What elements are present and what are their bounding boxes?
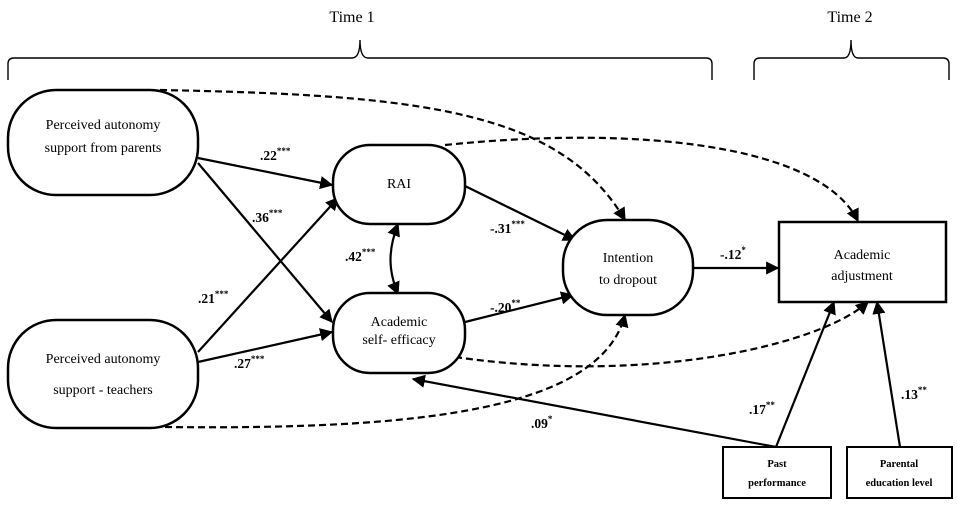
path-past-adjustment (774, 300, 836, 448)
coef-rai-dropout: -.31*** (490, 219, 525, 236)
path-parents-rai (197, 156, 334, 190)
node-efficacy: Academic self- efficacy (331, 291, 467, 375)
svg-text:Perceived autonomy: Perceived autonomy (46, 352, 161, 367)
node-teachers: Perceived autonomy support - teachers (6, 318, 200, 430)
time2-brace (753, 39, 950, 80)
svg-text:Parental: Parental (880, 459, 918, 470)
svg-text:RAI: RAI (387, 177, 411, 192)
node-rai: RAI (331, 143, 467, 226)
path-teachers-rai (197, 197, 339, 353)
svg-text:self- efficacy: self- efficacy (362, 333, 435, 348)
svg-text:support from parents: support from parents (45, 141, 162, 156)
coef-teachers-rai: .21*** (198, 289, 229, 306)
coef-teachers-efficacy: .27*** (234, 354, 265, 371)
path-teachers-efficacy (197, 328, 334, 364)
coef-dropout-adjustment: -.12* (720, 245, 746, 262)
svg-text:support - teachers: support - teachers (53, 383, 153, 398)
svg-text:Academic: Academic (371, 315, 428, 330)
path-past-efficacy (411, 374, 777, 449)
node-past-performance: Past performance (722, 446, 832, 499)
coef-past-adjustment: .17** (749, 400, 775, 417)
node-parental-education: Parental education level (846, 446, 953, 499)
coef-parents-efficacy: .36*** (252, 208, 283, 225)
svg-text:Past: Past (767, 459, 787, 470)
dashed-path-efficacy-adjustment (454, 301, 869, 368)
node-parents: Perceived autonomy support from parents (6, 88, 200, 197)
time1-brace (7, 39, 713, 80)
dashed-path-teachers-dropout (164, 313, 629, 429)
svg-text:Intention: Intention (603, 251, 654, 266)
coef-past-efficacy: .09* (531, 414, 553, 431)
path-rai-efficacy-correlation (387, 222, 400, 296)
path-parents-efficacy (197, 162, 333, 324)
svg-text:Academic: Academic (834, 248, 891, 263)
coef-rai-efficacy: .42*** (345, 247, 376, 264)
coef-parental-adjustment: .13** (901, 385, 927, 402)
dashed-path-parents-dropout (159, 88, 626, 222)
svg-text:education level: education level (866, 478, 933, 489)
node-dropout: Intention to dropout (561, 218, 695, 317)
svg-text:to dropout: to dropout (599, 273, 657, 288)
coef-efficacy-dropout: -.20** (490, 298, 521, 315)
node-adjustment: Academic adjustment (777, 220, 948, 304)
svg-text:Perceived autonomy: Perceived autonomy (46, 118, 161, 133)
path-parental-adjustment (872, 300, 902, 448)
time1-label: Time 1 (329, 9, 374, 26)
path-efficacy-dropout (464, 291, 575, 324)
time2-label: Time 2 (827, 9, 872, 26)
dashed-path-rai-adjustment (444, 136, 859, 223)
svg-text:adjustment: adjustment (831, 269, 893, 284)
coef-parents-rai: .22*** (260, 146, 291, 163)
svg-text:performance: performance (748, 478, 806, 489)
path-rai-dropout (464, 185, 577, 241)
